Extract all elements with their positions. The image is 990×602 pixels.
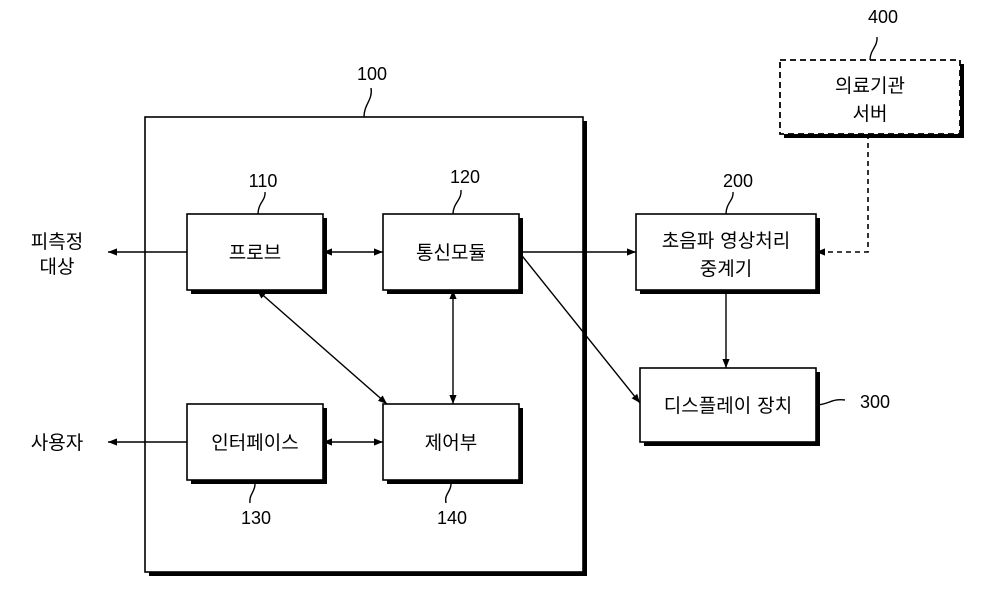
leader-200: [726, 192, 733, 214]
ref-300: 300: [860, 392, 890, 412]
target-label-line1: 피측정: [31, 231, 83, 253]
ref-110: 110: [249, 171, 278, 191]
server-block: 의료기관 서버: [780, 60, 964, 138]
interface-block: 인터페이스: [187, 404, 327, 484]
display-label: 디스플레이 장치: [664, 395, 792, 417]
ref-120: 120: [450, 167, 480, 187]
ref-130: 130: [241, 508, 271, 528]
probe-block: 프로브: [187, 214, 327, 294]
comm-module-label: 통신모듈: [416, 242, 486, 264]
server-label-line2: 서버: [853, 103, 888, 125]
user-label: 사용자: [31, 432, 83, 454]
relay-label-line1: 초음파 영상처리: [662, 230, 790, 252]
control-block: 제어부: [383, 404, 523, 484]
leader-400: [870, 37, 877, 60]
ref-100: 100: [357, 64, 387, 84]
target-label-line2: 대상: [40, 256, 75, 278]
ref-200: 200: [723, 171, 753, 191]
relay-block: 초음파 영상처리 중계기: [636, 214, 820, 294]
ref-140: 140: [437, 508, 467, 528]
relay-label-line2: 중계기: [700, 258, 752, 280]
server-label-line1: 의료기관: [835, 75, 905, 97]
outer-block-100: [145, 117, 587, 576]
comm-module-block: 통신모듈: [383, 214, 523, 294]
control-label: 제어부: [425, 432, 477, 454]
arrow-server-to-relay: [816, 134, 868, 252]
probe-label: 프로브: [229, 242, 281, 264]
ref-400: 400: [868, 7, 898, 27]
display-block: 디스플레이 장치: [640, 368, 820, 446]
interface-label: 인터페이스: [211, 432, 298, 454]
leader-300: [816, 400, 845, 405]
leader-100: [364, 88, 371, 117]
